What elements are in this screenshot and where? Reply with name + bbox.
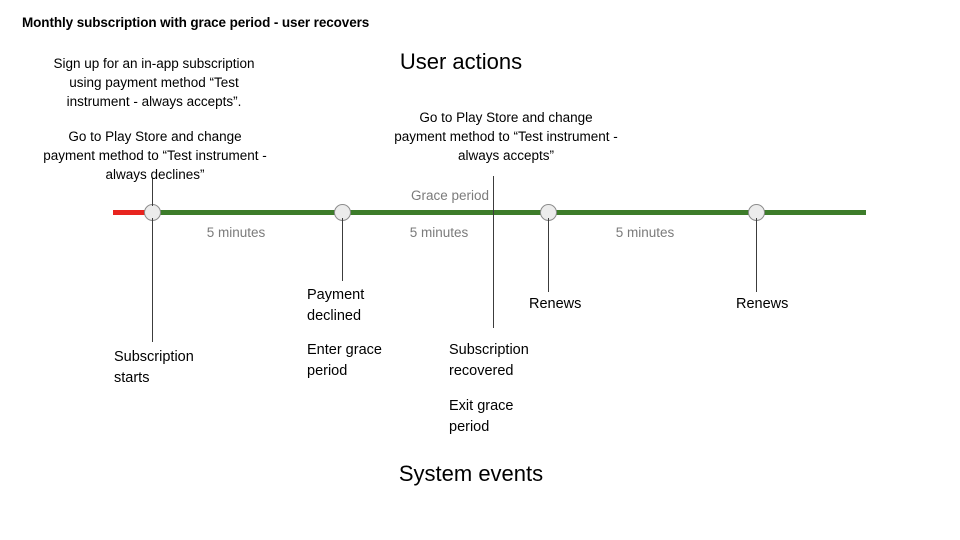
annotation-change-to-accepts: Go to Play Store and change payment meth… bbox=[394, 110, 618, 163]
event-label-renews-2: Renews bbox=[736, 296, 789, 312]
grace-period-label: Grace period bbox=[410, 188, 489, 203]
interval-label-3: 5 minutes bbox=[615, 225, 675, 240]
event-label-subscription-recovered: Subscription recovered bbox=[449, 342, 529, 379]
interval-label-2: 5 minutes bbox=[409, 225, 469, 240]
annotation-sign-up: Sign up for an in-app subscription using… bbox=[53, 56, 255, 109]
connector-marker-to-payment-declined bbox=[342, 218, 343, 281]
connector-marker-to-renews-2 bbox=[756, 218, 757, 292]
event-label-subscription-starts: Subscription starts bbox=[114, 349, 194, 386]
grace-period-boundary-line bbox=[493, 176, 494, 328]
connector-marker-to-renews-1 bbox=[548, 218, 549, 292]
event-label-exit-grace-period: Exit grace period bbox=[449, 398, 514, 435]
event-label-payment-declined: Payment declined bbox=[307, 287, 365, 324]
page-title: Monthly subscription with grace period -… bbox=[22, 15, 370, 30]
timeline-segment-expired bbox=[113, 210, 157, 215]
event-label-enter-grace-period: Enter grace period bbox=[307, 342, 382, 379]
lane-heading-system-events: System events bbox=[398, 461, 544, 486]
event-label-renews-1: Renews bbox=[529, 296, 582, 312]
timeline-segment-active bbox=[152, 210, 866, 215]
connector-marker-to-subscription-starts bbox=[152, 218, 153, 342]
lane-heading-user-actions: User actions bbox=[399, 49, 523, 74]
interval-label-1: 5 minutes bbox=[206, 225, 266, 240]
connector-signup-to-marker bbox=[152, 178, 153, 206]
annotation-change-to-declines: Go to Play Store and change payment meth… bbox=[43, 129, 267, 182]
